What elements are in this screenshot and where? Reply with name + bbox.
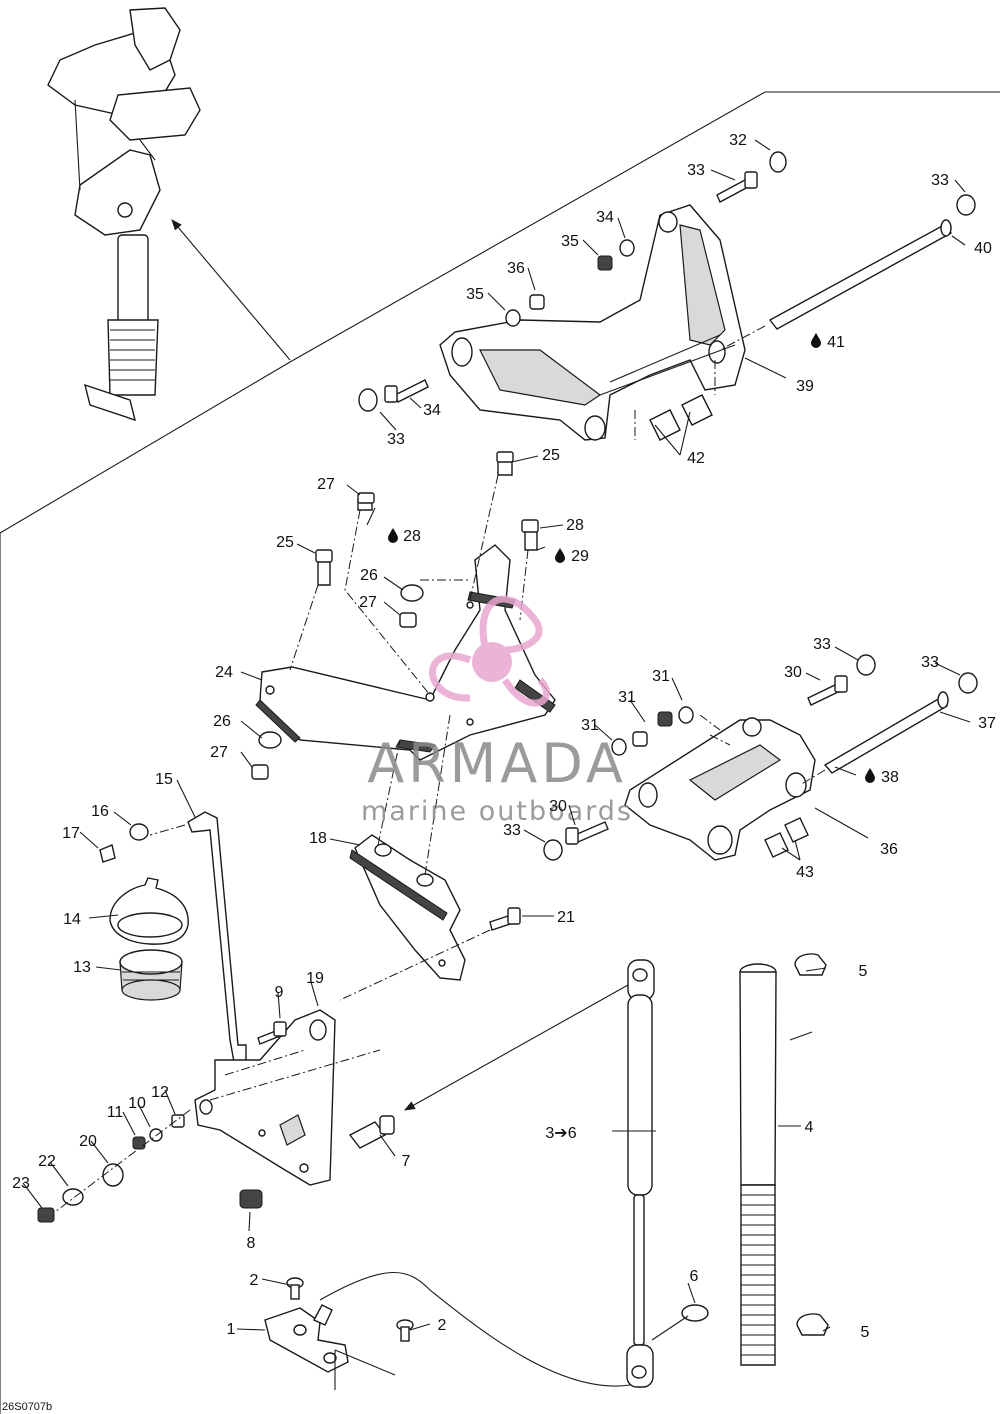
grease-drop-icon — [388, 528, 398, 543]
shaft-41 — [719, 219, 953, 351]
callout-30: 30 — [784, 664, 802, 681]
logo-hub — [472, 642, 512, 682]
callout-2: 2 — [438, 1317, 447, 1334]
callout-14: 14 — [63, 911, 81, 928]
callout-33: 33 — [931, 172, 949, 189]
small-hardware-left — [99, 823, 149, 863]
callout-2: 2 — [250, 1272, 259, 1289]
callout-33: 33 — [921, 654, 939, 671]
grease-drop-icon — [811, 333, 821, 348]
callout-4: 4 — [805, 1119, 814, 1136]
overview-assembly — [47, 7, 201, 422]
callout-11: 11 — [107, 1104, 124, 1121]
logo-petal-1 — [479, 595, 543, 660]
callout-26: 26 — [213, 713, 231, 730]
callout-41: 40 — [974, 240, 992, 257]
frame-lines — [0, 91, 1000, 1414]
callout-33: 33 — [503, 822, 521, 839]
watermark-logo: ARMADA marine outboards — [361, 595, 633, 827]
callout-27: 27 — [210, 744, 228, 761]
callout-3-6: 3➔6 — [545, 1125, 576, 1142]
callout-28: 27 — [317, 476, 335, 493]
bolt-21 — [339, 907, 521, 1001]
lower-hardware — [543, 654, 978, 861]
callout-12: 12 — [151, 1084, 169, 1101]
callout-25: 25 — [542, 447, 560, 464]
callout-29: 28 — [403, 528, 421, 545]
callout-24: 24 — [215, 664, 233, 681]
callout-5: 5 — [859, 963, 868, 980]
diagram-code: 26S0707b — [2, 1401, 52, 1413]
callout-22: 22 — [38, 1153, 56, 1170]
callout-20: 20 — [79, 1133, 97, 1150]
callout-28: 28 — [566, 517, 584, 534]
grommet-13 — [119, 949, 183, 1001]
bracket-hardware — [251, 451, 539, 780]
callout-35: 34 — [596, 209, 614, 226]
callout-31: 31 — [581, 717, 599, 734]
callout-33: 33 — [387, 431, 405, 448]
shaft-38 — [799, 691, 949, 786]
callout-29: 29 — [571, 548, 589, 565]
callout-38: 37 — [978, 715, 996, 732]
clamps-5 — [794, 953, 829, 1336]
callout-30: 30 — [549, 798, 567, 815]
callout-18: 18 — [309, 830, 327, 847]
callout-17: 17 — [62, 825, 80, 842]
callout-9: 9 — [275, 984, 284, 1001]
bracket-1 — [264, 1271, 631, 1390]
grease-drop-icon — [865, 768, 875, 783]
callout-13: 13 — [73, 959, 91, 976]
pins-2 — [286, 1277, 414, 1342]
callout-39: 38 — [881, 769, 899, 786]
callout-19: 19 — [306, 970, 324, 987]
boot-4 — [739, 963, 777, 1366]
callout-37: 36 — [880, 841, 898, 858]
callout-43: 42 — [687, 450, 705, 467]
callout-34: 34 — [423, 402, 441, 419]
callout-25: 25 — [276, 534, 294, 551]
callout-40: 39 — [796, 378, 814, 395]
callout-34: 33 — [687, 162, 705, 179]
callout-23: 23 — [12, 1175, 30, 1192]
callout-27: 27 — [359, 594, 377, 611]
plate-19 — [194, 1009, 381, 1186]
grease-drop-icon — [555, 548, 565, 563]
callout-26: 26 — [360, 567, 378, 584]
logo-petal-2 — [429, 652, 472, 702]
plate-hardware — [37, 1021, 395, 1223]
callout-32: 31 — [618, 689, 636, 706]
clamp-14 — [109, 877, 189, 945]
callout-1: 1 — [227, 1321, 236, 1338]
callout-8: 8 — [247, 1235, 256, 1252]
callout-33: 33 — [813, 636, 831, 653]
callout-35: 35 — [466, 286, 484, 303]
callout-6: 6 — [690, 1268, 699, 1285]
watermark-tagline: marine outboards — [361, 796, 633, 827]
pivot-bracket-40 — [439, 204, 746, 441]
callout-labels: 32 33 33 34 35 40 36 35 41 39 34 33 42 2… — [12, 132, 996, 1341]
callout-43: 43 — [796, 864, 814, 881]
callout-7: 7 — [402, 1153, 411, 1170]
callout-10: 10 — [128, 1095, 146, 1112]
upper-hardware — [358, 151, 976, 441]
callout-42: 41 — [827, 334, 845, 351]
watermark-brand: ARMADA — [367, 732, 627, 795]
leader-lines — [22, 139, 971, 1332]
callout-33: 32 — [729, 132, 747, 149]
callout-5: 5 — [861, 1324, 870, 1341]
callout-16: 16 — [91, 803, 109, 820]
callout-36: 35 — [561, 233, 579, 250]
callout-31: 31 — [652, 668, 670, 685]
callout-15: 15 — [155, 771, 173, 788]
callout-36: 36 — [507, 260, 525, 277]
logo-petal-3 — [502, 677, 550, 707]
bracket-37 — [624, 717, 816, 861]
washer-6 — [651, 1304, 709, 1341]
bracket-18 — [349, 714, 466, 981]
callout-21: 21 — [557, 909, 575, 926]
gas-spring-3 — [404, 959, 655, 1388]
overview-pointer — [171, 219, 291, 361]
